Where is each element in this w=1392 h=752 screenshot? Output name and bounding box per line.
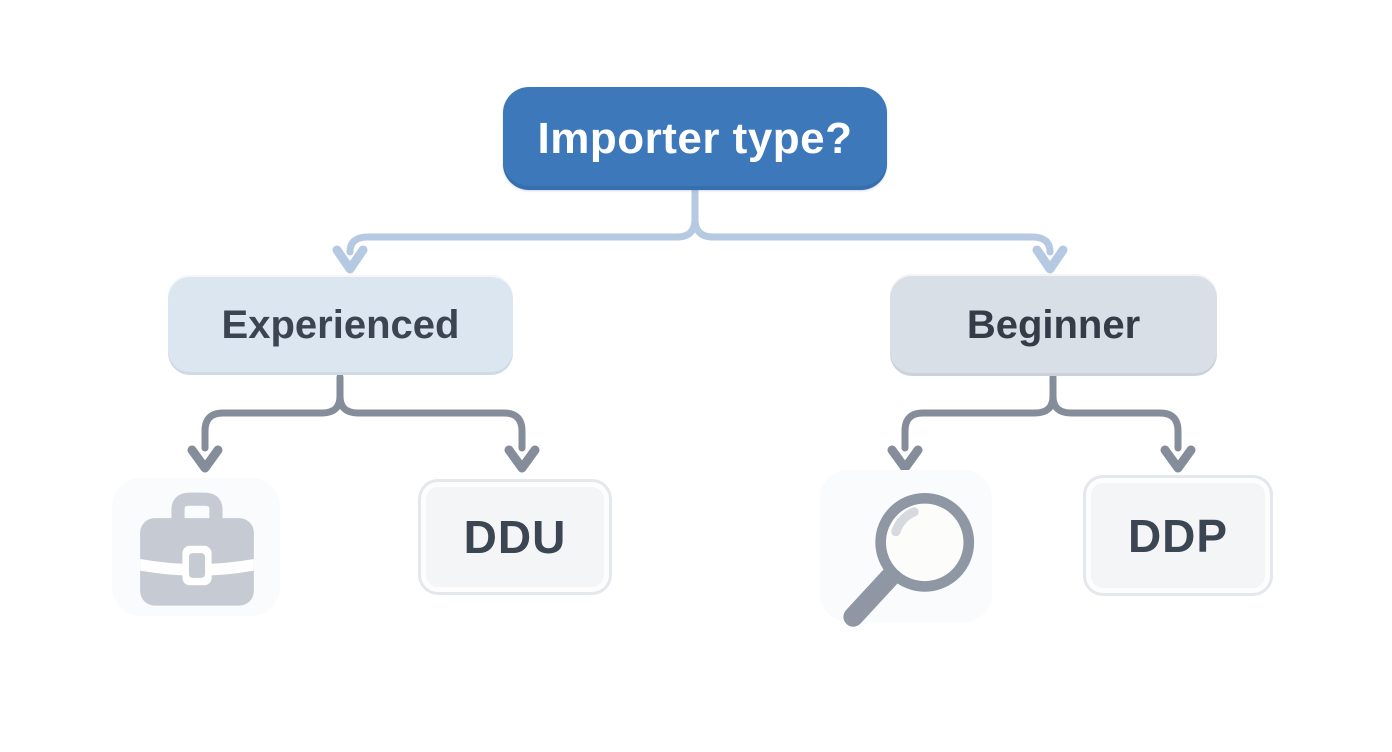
root-branch-connectors <box>332 187 1068 274</box>
node-importer-type-label: Importer type? <box>537 113 853 163</box>
node-experienced: Experienced <box>168 275 513 375</box>
beginner-branch-connectors <box>887 373 1196 473</box>
magnifying-glass-icon <box>843 492 975 627</box>
arrowhead-to-ddu <box>504 445 540 473</box>
arrowhead-to-briefcase <box>187 445 223 473</box>
node-importer-type: Importer type? <box>503 87 887 190</box>
node-ddu-label: DDU <box>463 511 567 563</box>
arrowhead-to-beginner <box>1032 245 1068 274</box>
arrowhead-to-magnifier <box>887 445 923 473</box>
node-beginner-label: Beginner <box>966 302 1141 347</box>
experienced-branch-connectors <box>187 373 540 473</box>
arrowhead-to-ddp <box>1160 445 1196 473</box>
node-ddu: DDU <box>418 479 612 595</box>
node-ddp-label: DDP <box>1127 509 1229 562</box>
node-experienced-label: Experienced <box>221 302 460 347</box>
arrowhead-to-experienced <box>332 245 368 274</box>
node-beginner: Beginner <box>890 274 1217 376</box>
node-ddp: DDP <box>1083 475 1273 596</box>
briefcase-icon <box>140 492 254 606</box>
